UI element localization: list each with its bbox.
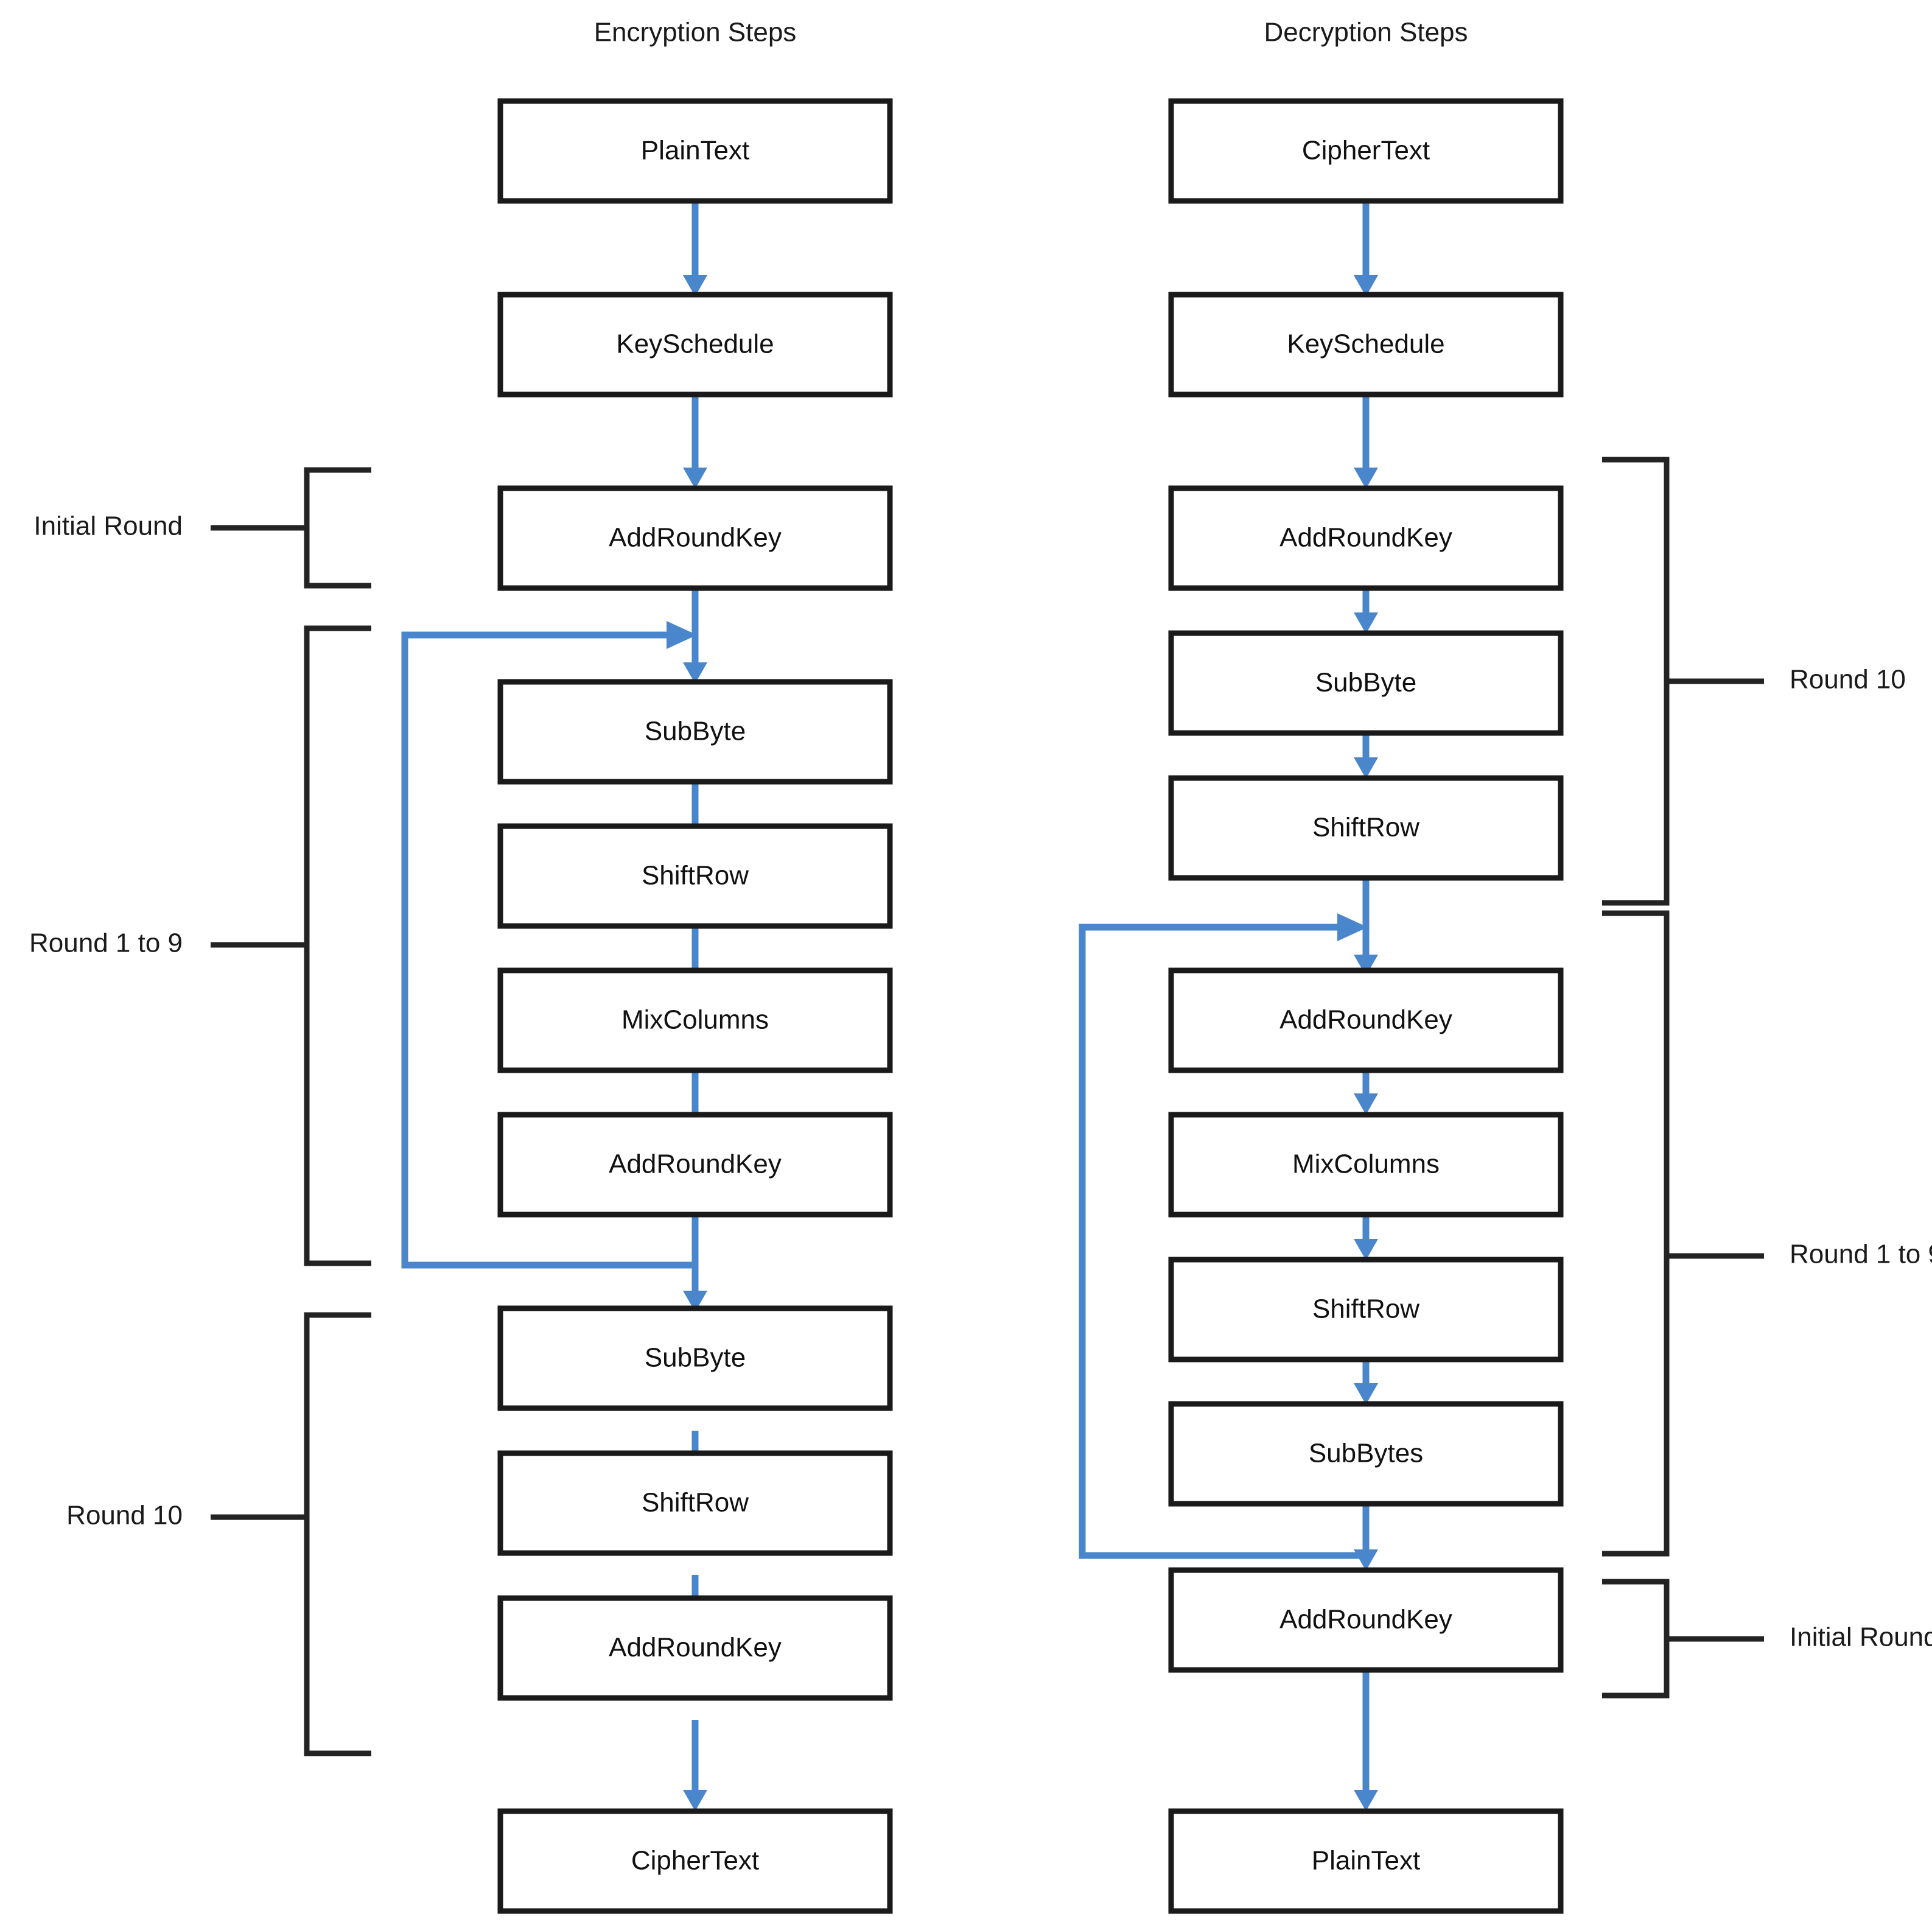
decryption-bracket-round-1-to-9: Round 1 to 9 [1602,910,1932,1557]
node-label: PlainText [641,136,750,166]
bracket-label: Initial Round [1790,1622,1932,1652]
node-label: AddRoundKey [1279,523,1452,553]
bracket-label: Round 1 to 9 [29,928,183,958]
encryption-node-plaintext[interactable]: PlainText [497,98,893,204]
node-label: KeySchedule [1287,329,1444,359]
node-label: PlainText [1312,1846,1421,1876]
decryption-node-mixcolumns[interactable]: MixColumns [1168,1112,1564,1218]
node-label: ShiftRow [642,861,749,891]
node-label: SubByte [645,717,746,746]
encryption-column-header: Encryption Steps [594,18,797,47]
encryption-node-subbyte-final[interactable]: SubByte [497,1305,893,1411]
encryption-node-shiftrow-main[interactable]: ShiftRow [497,823,893,929]
decryption-bracket-initial-round: Initial Round [1602,1579,1932,1699]
bracket-label: Initial Round [33,511,183,541]
encryption-node-mixcolumns[interactable]: MixColumns [497,967,893,1073]
decryption-node-subbytes-main[interactable]: SubBytes [1168,1401,1564,1507]
decryption-node-shiftrow-round10[interactable]: ShiftRow [1168,775,1564,881]
encryption-node-addroundkey-final[interactable]: AddRoundKey [497,1595,893,1701]
encryption-node-addroundkey-initial[interactable]: AddRoundKey [497,485,893,591]
decryption-bracket-round-10: Round 10 [1602,457,1906,906]
encryption-node-keyschedule[interactable]: KeySchedule [497,292,893,398]
encryption-node-ciphertext[interactable]: CipherText [497,1808,893,1914]
node-label: AddRoundKey [609,1633,782,1663]
node-label: SubByte [645,1343,746,1373]
decryption-flow-arrows [1354,201,1378,1811]
node-label: MixColumns [1292,1149,1440,1179]
decryption-round-loop-arrow [1079,913,1370,1559]
decryption-node-keyschedule[interactable]: KeySchedule [1168,292,1564,398]
decryption-node-ciphertext[interactable]: CipherText [1168,98,1564,204]
encryption-bracket-round-10: Round 10 [66,1312,371,1756]
node-label: SubByte [1315,668,1416,698]
encryption-bracket-round-1-to-9: Round 1 to 9 [29,625,371,1266]
node-label: MixColumns [621,1005,769,1035]
decryption-node-shiftrow-main[interactable]: ShiftRow [1168,1257,1564,1363]
node-label: AddRoundKey [609,523,782,553]
decryption-node-addroundkey-initial[interactable]: AddRoundKey [1168,1567,1564,1673]
encryption-node-addroundkey-main[interactable]: AddRoundKey [497,1112,893,1218]
decryption-node-plaintext[interactable]: PlainText [1168,1808,1564,1914]
decryption-node-subbyte-round10[interactable]: SubByte [1168,630,1564,736]
bracket-label: Round 10 [1790,665,1906,695]
decryption-node-list: CipherText KeySchedule AddRoundKey SubBy… [1168,98,1564,1914]
node-label: CipherText [631,1846,759,1876]
encryption-node-list: PlainText KeySchedule AddRoundKey SubByt… [497,98,893,1914]
node-label: AddRoundKey [609,1149,782,1179]
decryption-column-header: Decryption Steps [1264,18,1468,47]
bracket-label: Round 10 [66,1501,183,1531]
encryption-node-subbyte-main[interactable]: SubByte [497,679,893,785]
encryption-bracket-initial-round: Initial Round [33,467,371,589]
node-label: ShiftRow [642,1488,749,1518]
decryption-node-addroundkey-main[interactable]: AddRoundKey [1168,967,1564,1073]
node-label: KeySchedule [616,329,774,359]
node-label: CipherText [1302,136,1430,166]
encryption-round-loop-arrow [401,621,699,1269]
node-label: AddRoundKey [1279,1605,1452,1635]
encryption-node-shiftrow-final[interactable]: ShiftRow [497,1450,893,1556]
decryption-node-addroundkey-round10[interactable]: AddRoundKey [1168,485,1564,591]
node-label: ShiftRow [1312,813,1419,843]
node-label: AddRoundKey [1279,1005,1452,1035]
bracket-label: Round 1 to 9 [1790,1240,1932,1269]
node-label: SubBytes [1309,1439,1423,1468]
node-label: ShiftRow [1312,1294,1419,1324]
